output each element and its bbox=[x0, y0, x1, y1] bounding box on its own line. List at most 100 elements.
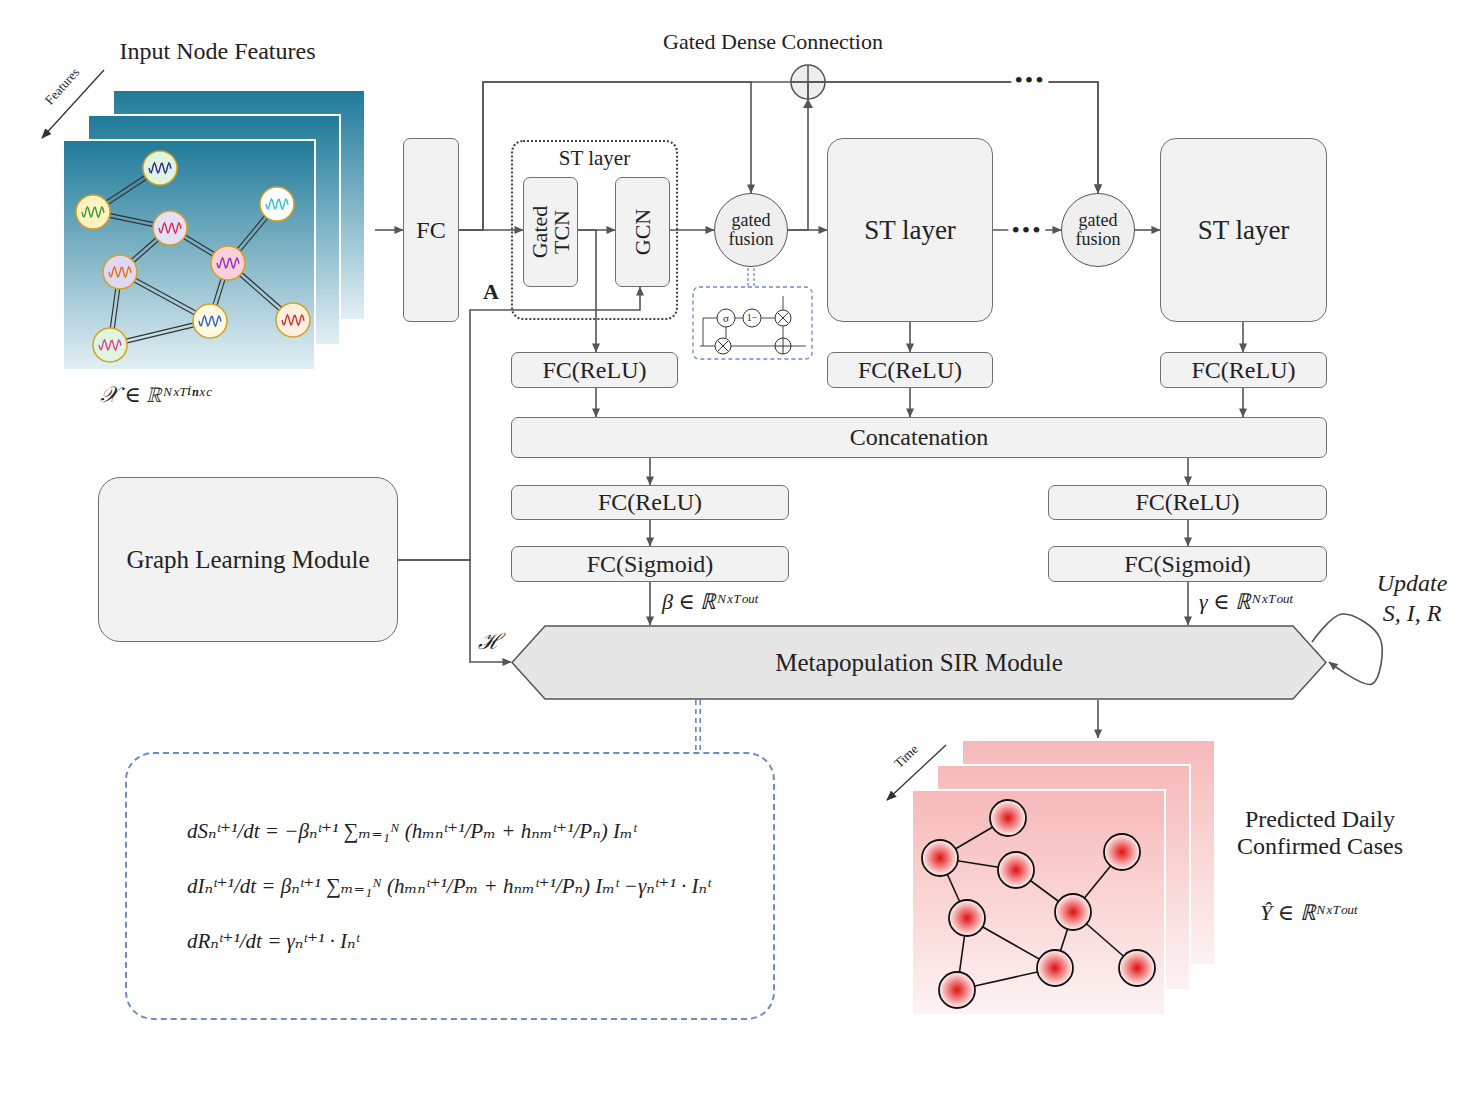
node-text: 𝒳 ∈ ℝᴺˣᵀⁱⁿˣᶜ bbox=[100, 382, 210, 408]
matrix-symbol: A bbox=[481, 279, 501, 305]
connector bbox=[698, 700, 699, 752]
connector bbox=[1243, 388, 1244, 417]
node-text: dRₙᵗ⁺¹/dt = γₙᵗ⁺¹ · Iₙᵗ bbox=[187, 929, 359, 954]
output-graph bbox=[922, 800, 1155, 1008]
node-label: ST layer bbox=[1198, 215, 1290, 246]
connector-line bbox=[649, 458, 651, 485]
tensor-shape: γ ∈ ℝᴺˣᵀᵒᵘᵗ bbox=[1199, 585, 1292, 615]
connector bbox=[375, 230, 403, 231]
node-label: Graph Learning Module bbox=[127, 546, 370, 574]
node-label: FC(ReLU) bbox=[1136, 489, 1240, 516]
node-label: ST layer bbox=[513, 146, 676, 171]
node-label: FC(Sigmoid) bbox=[587, 551, 714, 578]
layer-box: GCN bbox=[615, 177, 670, 287]
connector-line bbox=[1097, 700, 1099, 738]
operator-symbol: 1− bbox=[747, 313, 758, 323]
gated-fusion-circle: gated fusion bbox=[1061, 193, 1135, 267]
connector-line bbox=[1242, 388, 1244, 417]
node-label: Concatenation bbox=[850, 424, 989, 451]
layer-box: FC(ReLU) bbox=[827, 352, 993, 388]
node-label: Predicted Daily Confirmed Cases bbox=[1215, 806, 1425, 860]
tensor-shape: β ∈ ℝᴺˣᵀᵒᵘᵗ bbox=[662, 585, 757, 615]
connector bbox=[1188, 520, 1189, 546]
layer-box: FC bbox=[403, 138, 459, 322]
connector-line bbox=[1242, 322, 1244, 352]
layer-box: FC(ReLU) bbox=[1160, 352, 1327, 388]
layer-box: Concatenation bbox=[511, 417, 1327, 458]
connector bbox=[1312, 614, 1382, 685]
section-title: Gated Dense Connection bbox=[663, 31, 883, 53]
ellipsis: ••• bbox=[1008, 217, 1045, 244]
node-label: FC(Sigmoid) bbox=[1124, 551, 1251, 578]
connector-line bbox=[1187, 520, 1189, 546]
connector bbox=[596, 388, 597, 417]
connector bbox=[1098, 700, 1099, 738]
input-features-panel: Input Node Features 𝒳 ∈ ℝᴺˣᵀⁱⁿˣᶜ bbox=[60, 32, 375, 417]
axis-label: Features bbox=[42, 65, 81, 106]
connector-line bbox=[1187, 582, 1189, 625]
input-graph bbox=[76, 151, 310, 362]
connector bbox=[1188, 458, 1189, 485]
connector-line bbox=[1187, 458, 1189, 485]
node-label: gated fusion bbox=[720, 211, 782, 249]
equation-box: dSₙᵗ⁺¹/dt = −βₙᵗ⁺¹ ∑ₘ₌₁ᴺ (hₘₙᵗ⁺¹/Pₘ + hₙ… bbox=[125, 752, 775, 1020]
connector-line bbox=[695, 700, 701, 752]
node-text: dIₙᵗ⁺¹/dt = βₙᵗ⁺¹ ∑ₘ₌₁ᴺ (hₘₙᵗ⁺¹/Pₘ + hₙₘ… bbox=[187, 874, 711, 899]
connector-line bbox=[1312, 614, 1382, 685]
loop-note: Update S, I, R bbox=[1366, 568, 1458, 628]
connector-line bbox=[697, 700, 700, 752]
operator-symbol: σ bbox=[723, 313, 729, 324]
connector bbox=[1243, 322, 1244, 352]
node-label: dSₙᵗ⁺¹/dt = −βₙᵗ⁺¹ ∑ₘ₌₁ᴺ (hₘₙᵗ⁺¹/Pₘ + hₙ… bbox=[187, 819, 636, 844]
layer-box: FC(ReLU) bbox=[1048, 485, 1327, 520]
st-layer-box: ST layer bbox=[827, 138, 993, 322]
module-hexagon: Metapopulation SIR Module bbox=[511, 625, 1327, 700]
connector bbox=[650, 458, 651, 485]
output-panels bbox=[912, 740, 1215, 1015]
connector bbox=[910, 388, 911, 417]
layer-box: FC(Sigmoid) bbox=[511, 546, 789, 582]
node-label: GCN bbox=[632, 202, 654, 262]
connector-line bbox=[909, 322, 911, 352]
layer-box: Gated TCN bbox=[523, 177, 578, 287]
connector bbox=[398, 560, 511, 662]
node-label: gated fusion bbox=[1067, 211, 1129, 249]
gated-fusion-detail bbox=[693, 268, 812, 359]
node-text: Ŷ ∈ ℝᴺˣᵀᵒᵘᵗ bbox=[1260, 896, 1357, 926]
node-label: FC(ReLU) bbox=[858, 357, 962, 384]
node-label: ST layer bbox=[864, 215, 956, 246]
connector-line bbox=[459, 82, 751, 230]
connector bbox=[910, 322, 911, 352]
st-layer-box: ST layer bbox=[1160, 138, 1327, 322]
node-label: Input Node Features bbox=[60, 38, 375, 65]
connector-line bbox=[909, 388, 911, 417]
node-label: FC(ReLU) bbox=[598, 489, 702, 516]
connector-line bbox=[595, 388, 597, 417]
node-label: FC(ReLU) bbox=[1192, 357, 1296, 384]
gated-fusion-circle: gated fusion bbox=[714, 193, 788, 267]
connector-line bbox=[375, 229, 403, 231]
ellipsis: ••• bbox=[1011, 67, 1048, 94]
connector bbox=[459, 82, 751, 230]
layer-box: FC(ReLU) bbox=[511, 352, 678, 388]
connector-line bbox=[1135, 229, 1160, 231]
input-panels bbox=[63, 90, 365, 370]
layer-box: FC(ReLU) bbox=[511, 485, 789, 520]
layer-box: FC(Sigmoid) bbox=[1048, 546, 1327, 582]
node-label: Metapopulation SIR Module bbox=[775, 649, 1062, 677]
connector bbox=[650, 582, 651, 625]
st-layer-group: ST layerGated TCN GCN bbox=[511, 140, 678, 320]
node-label: Gated TCN bbox=[529, 202, 573, 262]
connector bbox=[1188, 582, 1189, 625]
connector-line bbox=[649, 520, 651, 546]
connector bbox=[578, 230, 596, 352]
connector bbox=[650, 520, 651, 546]
output-panel: Predicted Daily Confirmed Cases Ŷ ∈ ℝᴺˣᵀᵒ… bbox=[905, 738, 1430, 1023]
connector-line bbox=[649, 582, 651, 625]
connector-line bbox=[578, 230, 596, 352]
node-label: FC(ReLU) bbox=[543, 357, 647, 384]
axis-label: Time bbox=[892, 742, 921, 770]
matrix-symbol: ℋ bbox=[476, 625, 503, 655]
connector bbox=[1135, 230, 1160, 231]
node-label: FC bbox=[416, 217, 445, 244]
